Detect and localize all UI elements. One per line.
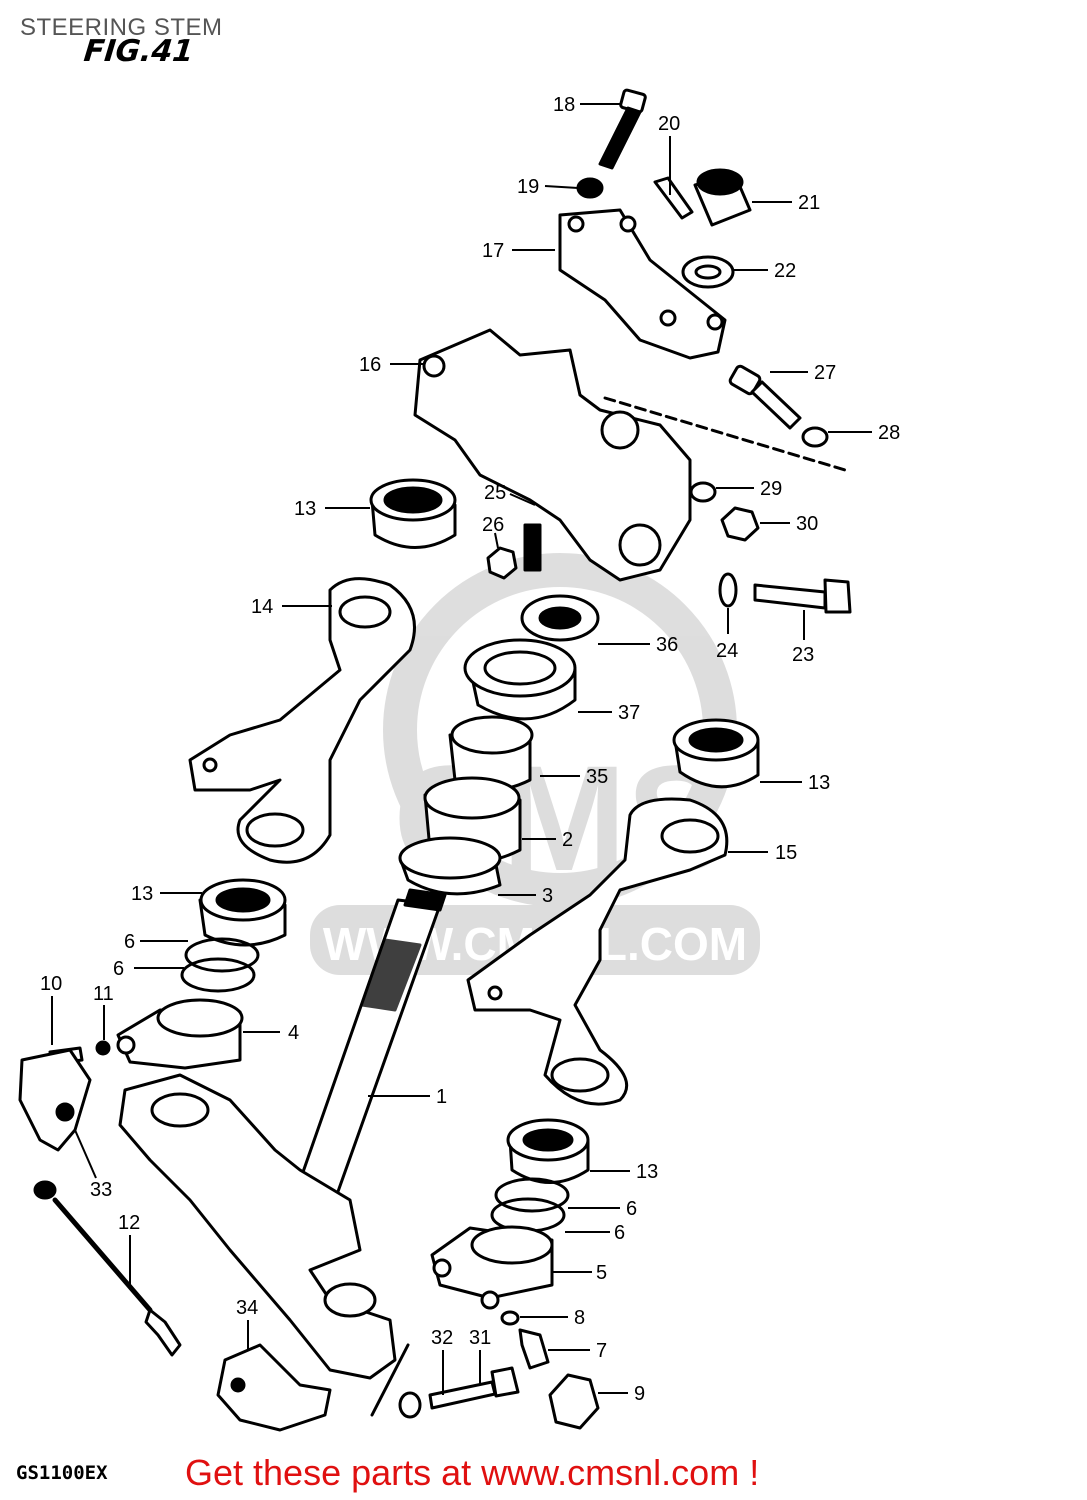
dust-seal-13-left <box>198 878 287 947</box>
bracket-14 <box>188 577 416 864</box>
nut-30 <box>720 506 760 542</box>
model-code: GS1100EX <box>16 1462 108 1484</box>
bracket-33 <box>18 1048 92 1152</box>
callout-6: 6 <box>626 1198 637 1220</box>
callout-12: 12 <box>118 1212 140 1234</box>
callout-24: 24 <box>716 640 738 662</box>
washer-29 <box>689 481 717 503</box>
callout-35: 35 <box>586 766 608 788</box>
fork-clamp-4 <box>116 998 244 1070</box>
callout-7: 7 <box>596 1340 607 1362</box>
callout-11: 11 <box>93 983 114 1005</box>
callout-3: 3 <box>542 885 553 907</box>
callout-13: 13 <box>636 1161 658 1183</box>
dust-seal-13-right <box>672 718 760 789</box>
callout-25: 25 <box>484 482 506 504</box>
bearing-race-3 <box>398 836 502 896</box>
dust-seal-13-upper <box>369 478 457 549</box>
callout-36: 36 <box>656 634 678 656</box>
ring-6-left-a <box>184 937 260 973</box>
bracket-15 <box>466 797 729 1106</box>
callout-31: 31 <box>469 1327 491 1349</box>
callout-4: 4 <box>288 1022 299 1044</box>
callout-27: 27 <box>814 362 836 384</box>
bolt-18 <box>598 88 647 170</box>
seal-36 <box>520 594 600 642</box>
washer-19 <box>576 177 604 199</box>
nut-26 <box>486 546 518 580</box>
bearing-race-37 <box>463 638 577 721</box>
fork-clamp-5 <box>430 1225 554 1310</box>
callout-33: 33 <box>90 1179 112 1201</box>
bolt-27 <box>728 364 802 430</box>
ring-6-left-b <box>180 957 256 993</box>
callout-28: 28 <box>878 422 900 444</box>
cable-12 <box>33 1180 182 1357</box>
callout-13: 13 <box>294 498 316 520</box>
callout-23: 23 <box>792 644 814 666</box>
callout-18: 18 <box>553 94 575 116</box>
callout-layer: 18 20 19 21 17 22 16 27 28 25 29 13 26 3… <box>40 94 900 1405</box>
callout-5: 5 <box>596 1262 607 1284</box>
callout-30: 30 <box>796 513 818 535</box>
callout-8: 8 <box>574 1307 585 1329</box>
callout-2: 2 <box>562 829 573 851</box>
washer-32 <box>398 1391 422 1419</box>
callout-21: 21 <box>798 192 820 214</box>
callout-29: 29 <box>760 478 782 500</box>
ring-6-right-a <box>494 1177 570 1213</box>
parts-store-link[interactable]: Get these parts at www.cmsnl.com ! <box>185 1452 760 1493</box>
callout-26: 26 <box>482 514 504 536</box>
fitting-7 <box>518 1328 550 1370</box>
callout-13: 13 <box>808 772 830 794</box>
callout-6: 6 <box>113 958 124 980</box>
upper-bracket-16 <box>413 328 692 582</box>
callout-32: 32 <box>431 1327 453 1349</box>
bolt-25 <box>523 523 542 572</box>
cap-9 <box>548 1373 600 1430</box>
callout-20: 20 <box>658 113 680 135</box>
callout-16: 16 <box>359 354 381 376</box>
dust-seal-13-lower <box>506 1118 590 1184</box>
callout-22: 22 <box>774 260 796 282</box>
cap-nut-21 <box>693 168 752 227</box>
page-title: STEERING STEM <box>20 14 223 41</box>
steering-stem-1 <box>293 888 447 1202</box>
bracket-34 <box>216 1343 332 1432</box>
washer-28 <box>801 426 829 448</box>
callout-34: 34 <box>236 1297 258 1319</box>
handlebar-holder-17 <box>558 208 727 360</box>
callout-6: 6 <box>124 931 135 953</box>
callout-10: 10 <box>40 973 62 995</box>
callout-13: 13 <box>131 883 153 905</box>
callout-37: 37 <box>618 702 640 724</box>
callout-1: 1 <box>436 1086 447 1108</box>
bolt-23 <box>753 578 852 614</box>
washer-8 <box>500 1310 520 1326</box>
callout-9: 9 <box>634 1383 645 1405</box>
callout-15: 15 <box>775 842 797 864</box>
bolt-31 <box>428 1366 520 1410</box>
callout-6: 6 <box>614 1222 625 1244</box>
callout-19: 19 <box>517 176 539 198</box>
plate-20 <box>653 176 694 220</box>
callout-14: 14 <box>251 596 273 618</box>
callout-17: 17 <box>482 240 504 262</box>
washer-11 <box>95 1040 111 1056</box>
washer-24 <box>718 572 738 608</box>
